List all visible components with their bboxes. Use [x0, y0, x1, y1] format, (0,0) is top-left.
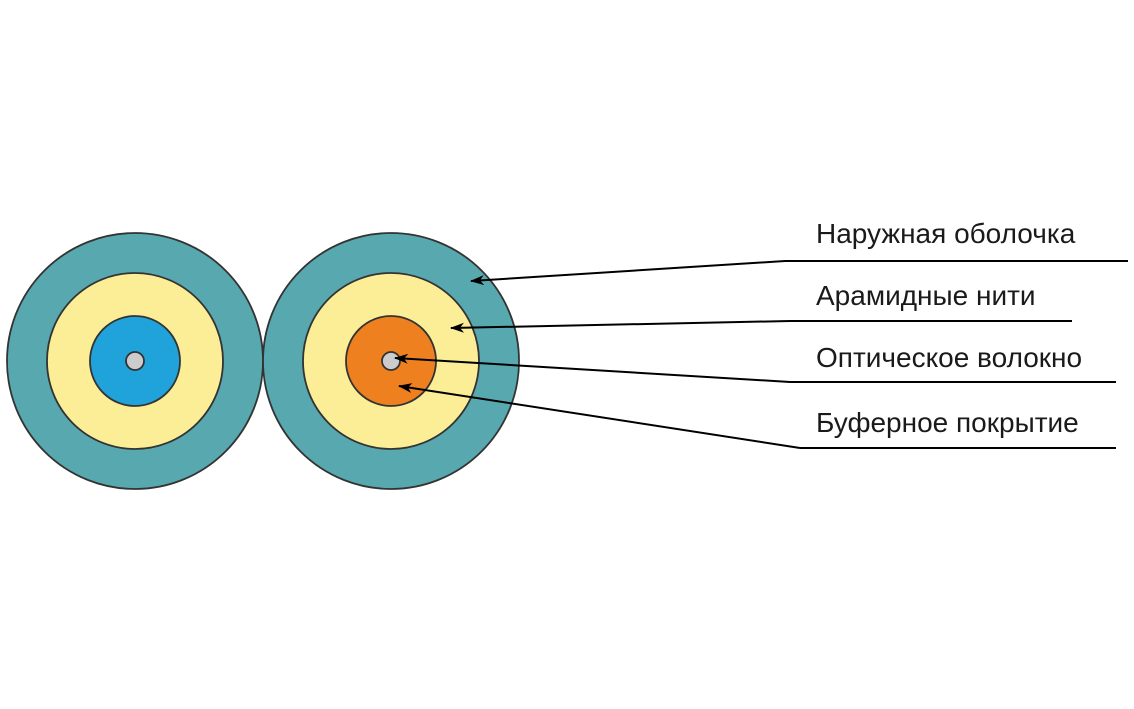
left-cable-cross-section [6, 232, 264, 490]
label-buffer-coating: Буферное покрытие [816, 407, 1079, 438]
label-optical-fiber: Оптическое волокно [816, 342, 1082, 373]
label-outer-jacket: Наружная оболочка [816, 218, 1076, 249]
labels: Наружная оболочка Арамидные нити Оптичес… [816, 218, 1082, 438]
callout-arrow-aramid-yarn [450, 320, 791, 333]
label-aramid-yarn: Арамидные нити [816, 280, 1036, 311]
callouts [394, 260, 1128, 449]
right-cable-cross-section [262, 232, 520, 490]
left-optical-fiber [125, 351, 145, 371]
callout-arrow-optical-fiber [394, 353, 791, 383]
callout-arrow-outer-jacket [470, 260, 786, 286]
callout-arrow-buffer-coating [398, 383, 801, 449]
right-optical-fiber [381, 351, 401, 371]
